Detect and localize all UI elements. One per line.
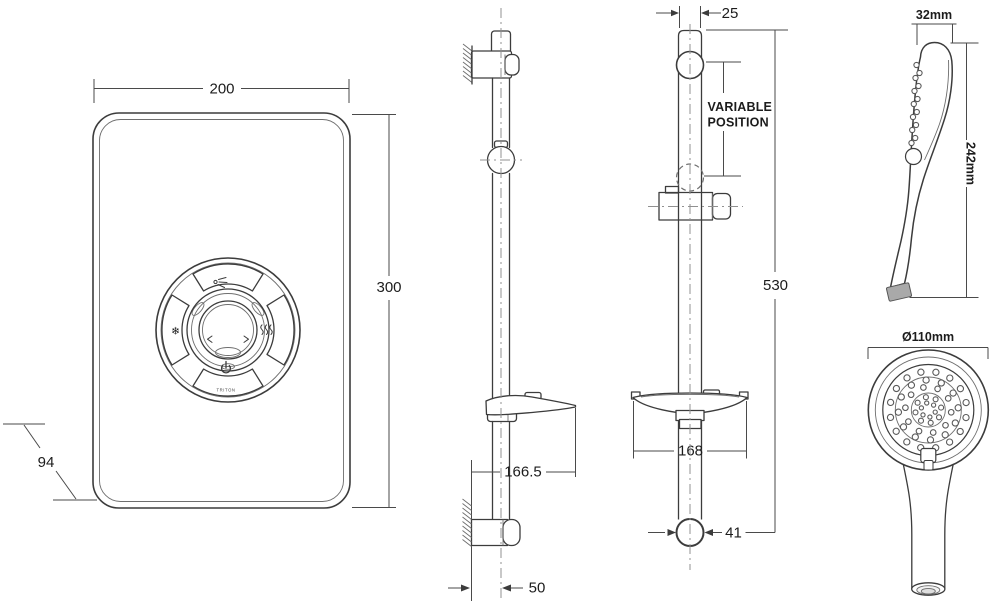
rail-front-view: 25 VARIABLE POSITION 530 168 41	[630, 5, 788, 570]
handset-length-label: 242mm	[964, 142, 978, 185]
hose-connector-side	[886, 282, 912, 302]
dial-knob	[198, 300, 258, 360]
cold-button	[161, 294, 190, 366]
rail-reach-label: 166.5	[504, 464, 542, 481]
hot-button	[266, 294, 295, 366]
handset-handle	[901, 459, 955, 590]
rail-reach-dimension: 166.5	[471, 408, 576, 481]
unit-height-label: 300	[376, 279, 401, 296]
variable-position-line2: POSITION	[708, 116, 769, 130]
handset-depth-label: 32mm	[916, 8, 952, 22]
head-diameter-label: Ø110mm	[902, 330, 954, 344]
rail-wall-offset-label: 50	[529, 580, 546, 597]
wall-hatching-bottom	[462, 498, 472, 547]
steam-icon	[260, 324, 273, 335]
soap-dish-side	[485, 394, 577, 416]
rail-side-view: 166.5 50	[448, 8, 577, 602]
rail-tube-upper	[491, 77, 511, 149]
brand-label: TRITON	[216, 388, 235, 393]
control-dial: ❄ TRITON	[155, 257, 301, 403]
head-diameter-dimension: Ø110mm	[867, 330, 989, 359]
unit-front-view: ❄ TRITON 200 300 94	[3, 79, 402, 509]
snowflake-icon: ❄	[171, 326, 180, 338]
mount-diameter-label: 41	[725, 525, 742, 542]
dial-collar	[186, 288, 270, 372]
unit-width-dimension: 200	[93, 79, 350, 103]
power-icon	[220, 360, 232, 374]
handset-profile	[889, 41, 953, 289]
rail-tube-lower	[491, 420, 511, 521]
spray-nozzles-side	[908, 61, 923, 147]
handset-side-view: 32mm 242mm	[886, 8, 979, 302]
wall-hatching-top	[462, 43, 473, 83]
rail-length-dimension: 530	[706, 29, 788, 533]
power-button	[192, 368, 264, 397]
variable-position-dimension: VARIABLE POSITION	[704, 61, 773, 177]
unit-depth-label: 94	[38, 454, 55, 471]
spray-button	[192, 263, 264, 292]
rail-wall-offset-dimension: 50	[448, 580, 545, 597]
unit-height-dimension: 300	[352, 114, 402, 508]
spray-mode-lever	[920, 447, 937, 471]
rail-length-label: 530	[763, 277, 788, 294]
handset-depth-dimension: 32mm	[911, 8, 957, 45]
unit-body-inner-line	[99, 119, 344, 502]
unit-width-label: 200	[209, 81, 234, 98]
variable-position-line1: VARIABLE	[708, 100, 773, 114]
unit-depth-dimension: 94	[3, 423, 97, 501]
spray-icon	[213, 277, 228, 288]
handset-front-view: Ø110mm	[867, 330, 990, 596]
knob-right-arrow-icon	[243, 335, 249, 343]
rail-tube-middle	[491, 172, 511, 399]
rail-width-dimension: 25	[656, 5, 738, 28]
handset-length-dimension: 242mm	[909, 42, 979, 298]
hanging-hook	[904, 147, 923, 166]
mount-diameter-dimension: 41	[648, 525, 775, 542]
knob-left-arrow-icon	[207, 335, 213, 343]
rail-width-label: 25	[722, 5, 739, 22]
bottom-wall-bracket	[470, 518, 509, 547]
